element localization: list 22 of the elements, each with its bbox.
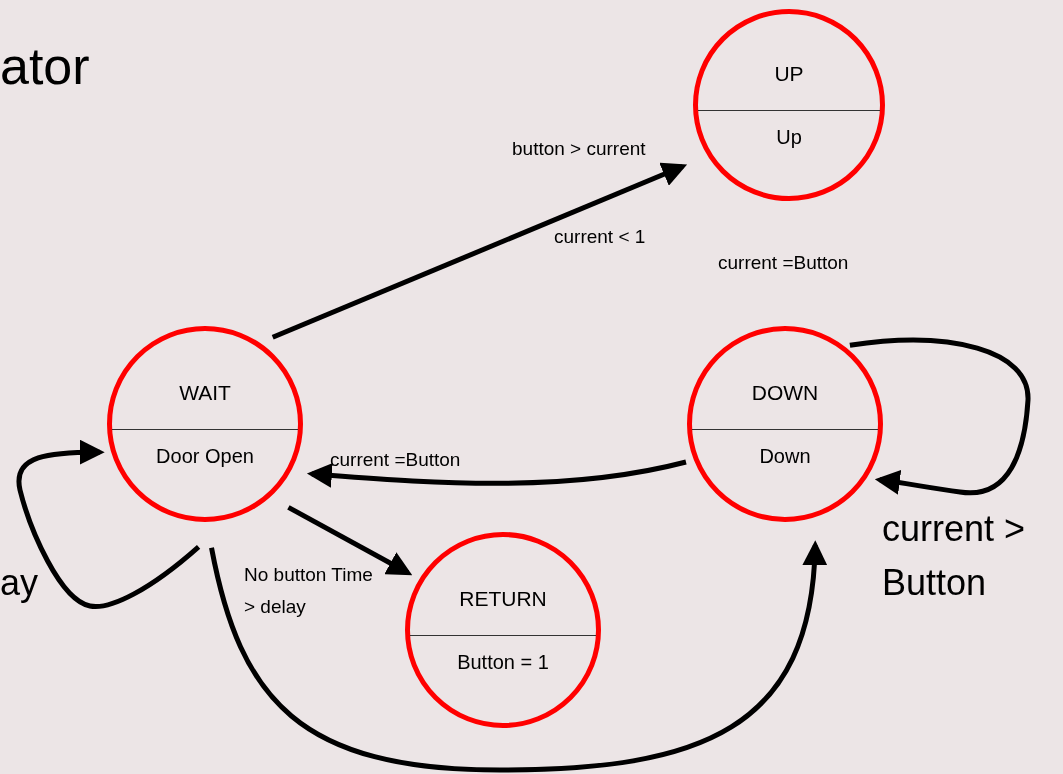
arrow xyxy=(306,459,687,488)
state-name: UP xyxy=(774,61,804,87)
arrow xyxy=(849,337,1031,496)
arrow xyxy=(209,540,827,773)
state-output: Down xyxy=(759,443,811,469)
arrow xyxy=(287,505,413,576)
state-output: Up xyxy=(776,124,802,150)
arrow xyxy=(271,162,688,340)
transition-condition: ay xyxy=(0,561,39,605)
edge-label: current =Button xyxy=(330,448,462,472)
state-output: Door Open xyxy=(156,443,254,469)
edge-label: button > current xyxy=(512,137,647,161)
transition-condition: current =Button xyxy=(718,251,849,275)
transition-condition: current < 1 xyxy=(554,225,646,249)
state-name: DOWN xyxy=(751,380,819,406)
edge-label: No button Time > delay xyxy=(244,563,374,619)
arrow xyxy=(16,439,201,609)
slide-title: ator xyxy=(0,36,90,97)
state-name: RETURN xyxy=(459,586,547,612)
state-output: Button = 1 xyxy=(457,649,549,675)
state-name: WAIT xyxy=(179,380,231,406)
edge-label: current > Button xyxy=(882,507,1027,605)
